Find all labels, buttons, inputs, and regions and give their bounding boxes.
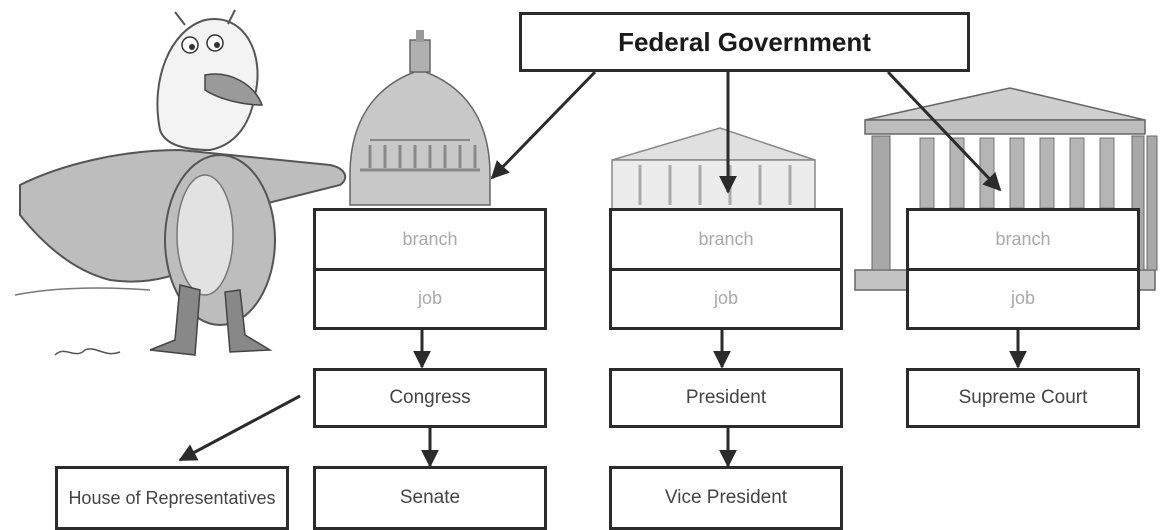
branch-box-2: branch job [609, 208, 843, 330]
branch-box-3: branch job [906, 208, 1140, 330]
federal-government-box: Federal Government [519, 12, 970, 72]
supreme-court-label: Supreme Court [958, 387, 1088, 409]
white-house-illustration [611, 127, 816, 211]
house-label: House of Representatives [68, 487, 276, 508]
vice-president-label: Vice President [664, 487, 788, 509]
senate-box: Senate [313, 466, 547, 530]
branch-placeholder[interactable]: branch [909, 211, 1137, 271]
president-box: President [609, 368, 843, 428]
house-box: House of Representatives [55, 466, 289, 530]
federal-government-label: Federal Government [618, 26, 871, 57]
job-placeholder[interactable]: job [713, 288, 739, 309]
capitol-building-illustration [349, 30, 491, 206]
congress-box: Congress [313, 368, 547, 428]
connector-lines [178, 70, 1027, 468]
job-placeholder[interactable]: job [417, 288, 443, 309]
job-placeholder[interactable]: job [1010, 288, 1036, 309]
senate-label: Senate [399, 487, 461, 509]
supreme-court-box: Supreme Court [906, 368, 1140, 428]
branch-placeholder[interactable]: branch [316, 211, 544, 271]
vice-president-box: Vice President [609, 466, 843, 530]
branch-box-1: branch job [313, 208, 547, 330]
eagle-mascot-illustration [14, 9, 347, 356]
branch-placeholder[interactable]: branch [612, 211, 840, 271]
president-label: President [685, 387, 767, 409]
congress-label: Congress [389, 387, 471, 409]
